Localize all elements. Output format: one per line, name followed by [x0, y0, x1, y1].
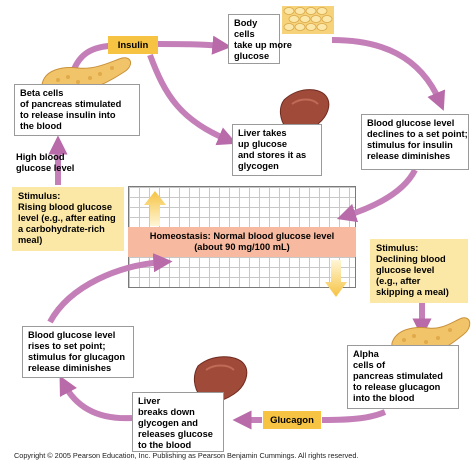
rises-line: stimulus for glucagon [28, 352, 126, 362]
beta-cells-line: Beta cells [20, 88, 64, 98]
beta-cells-line: of pancreas stimulated [20, 99, 122, 109]
body-cells-box: Body cells take up more glucose [228, 14, 292, 64]
body-cells-icon [282, 6, 334, 34]
rises-line: rises to set point; [28, 341, 106, 351]
arrow-body-cells-to-declines [331, 37, 446, 111]
alpha-cells-line: to release glucagon [353, 382, 441, 392]
body-cells-line: Body [234, 18, 258, 28]
beta-cells-line: the blood [20, 121, 62, 131]
liver-takes-line: Liver takes [238, 128, 287, 138]
arrow-declines-to-grid [336, 168, 418, 223]
rises-line: Blood glucose level [28, 330, 116, 340]
declines-box: Blood glucose level declines to a set po… [361, 114, 469, 170]
arrow-rises-to-grid [47, 253, 173, 324]
rising-arrow-icon [144, 191, 166, 226]
body-cells-line: glucose [234, 51, 270, 61]
glucagon-tag: Glucagon [263, 411, 321, 429]
liver-breaks-box: Liver breaks down glycogen and releases … [132, 392, 224, 452]
beta-cells-box: Beta cells of pancreas stimulated to rel… [14, 84, 140, 136]
liver-takes-line: glycogen [238, 161, 279, 171]
stimulus-rising-line: Stimulus: [18, 191, 61, 201]
liver-icon-2 [193, 356, 248, 403]
stimulus-declining-line: (e.g., after [376, 276, 421, 286]
insulin-tag: Insulin [108, 36, 158, 54]
liver-takes-line: up glucose [238, 139, 288, 149]
alpha-cells-line: Alpha [353, 349, 379, 359]
liver-breaks-line: releases glucose [138, 429, 213, 439]
arrow-alpha-to-glucagon [321, 409, 387, 423]
high-glucose-line: High blood [16, 152, 65, 162]
stimulus-declining-box: Stimulus: Declining blood glucose level … [370, 239, 468, 303]
stimulus-declining-line: Declining blood [376, 254, 446, 264]
stimulus-rising-line: a carbohydrate-rich [18, 224, 105, 234]
arrow-insulin-to-liver [147, 53, 237, 146]
alpha-cells-line: cells of [353, 360, 386, 370]
stimulus-rising-line: Rising blood glucose [18, 202, 113, 212]
declines-line: Blood glucose level [367, 118, 455, 128]
homeostasis-line-1: Homeostasis: Normal blood glucose level [149, 231, 335, 241]
stimulus-rising-line: meal) [18, 235, 43, 245]
stimulus-declining-line: glucose level [376, 265, 435, 275]
high-glucose-label: High blood glucose level [16, 152, 74, 174]
homeostasis-band: Homeostasis: Normal blood glucose level … [128, 227, 356, 257]
body-cells-line: take up more [234, 40, 292, 50]
declines-line: stimulus for insulin [367, 140, 453, 150]
stimulus-rising-line: level (e.g., after eating [18, 213, 116, 223]
declines-line: release diminishes [367, 151, 451, 161]
arrow-insulin-to-body-cells [157, 35, 232, 55]
liver-breaks-line: Liver [138, 396, 161, 406]
liver-takes-box: Liver takes up glucose and stores it as … [232, 124, 322, 176]
high-glucose-line: glucose level [16, 163, 75, 173]
liver-breaks-line: breaks down [138, 407, 195, 417]
stimulus-declining-line: skipping a meal) [376, 287, 449, 297]
liver-breaks-line: to the blood [138, 440, 192, 450]
alpha-cells-box: Alpha cells of pancreas stimulated to re… [347, 345, 459, 409]
stimulus-rising-box: Stimulus: Rising blood glucose level (e.… [12, 187, 124, 251]
stimulus-declining-line: Stimulus: [376, 243, 419, 253]
liver-takes-line: and stores it as [238, 150, 307, 160]
liver-breaks-line: glycogen and [138, 418, 198, 428]
declines-line: declines to a set point; [367, 129, 468, 139]
rises-line: release diminishes [28, 363, 112, 373]
alpha-cells-line: into the blood [353, 393, 415, 403]
alpha-cells-line: pancreas stimulated [353, 371, 443, 381]
rises-box: Blood glucose level rises to set point; … [22, 326, 134, 378]
copyright-notice: Copyright © 2005 Pearson Education, Inc.… [14, 451, 359, 460]
homeostasis-line-2: (about 90 mg/100 mL) [194, 242, 290, 252]
arrow-liver-to-rises [59, 375, 133, 422]
declining-arrow-icon [325, 260, 347, 297]
body-cells-line: cells [234, 29, 255, 39]
liver-icon [279, 89, 330, 134]
beta-cells-line: to release insulin into [20, 110, 116, 120]
